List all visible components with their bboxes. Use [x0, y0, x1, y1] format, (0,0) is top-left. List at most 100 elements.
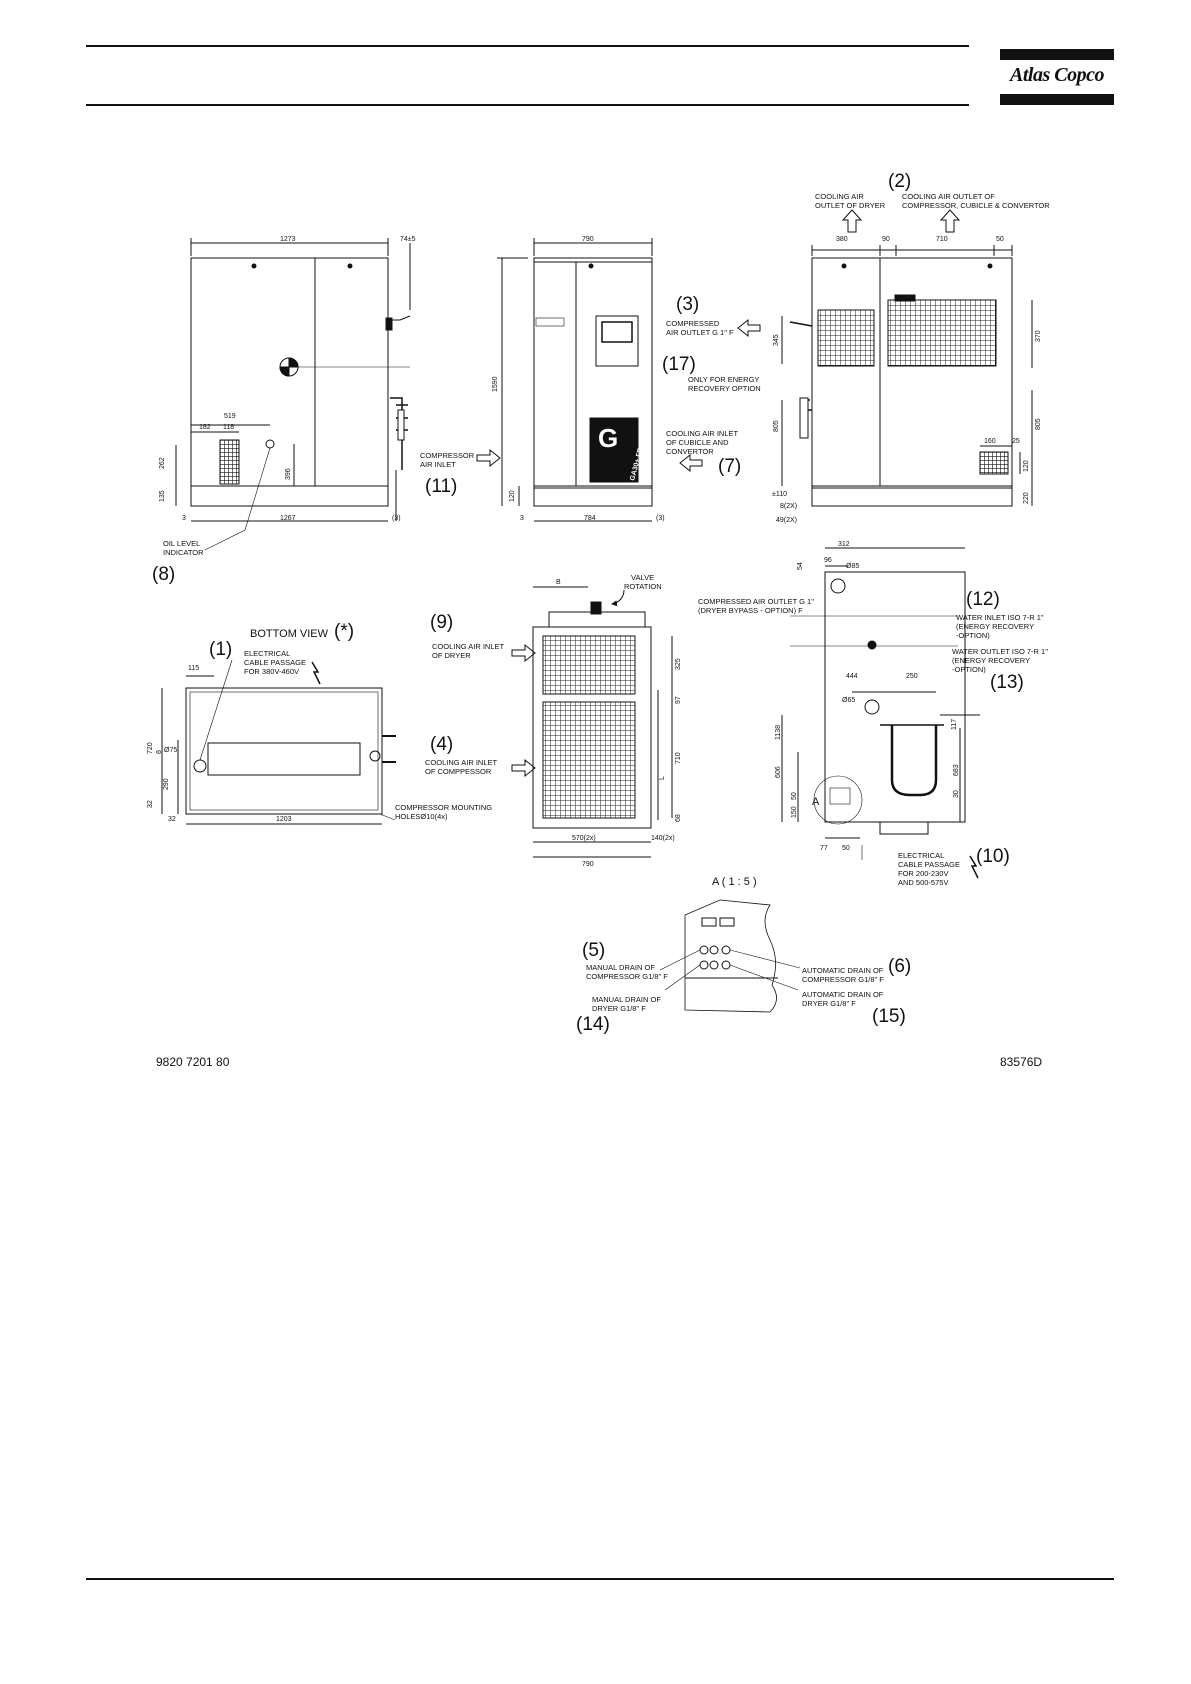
dim-v3-370: 370	[1035, 330, 1042, 342]
label-oil-level-2: INDICATOR	[163, 548, 204, 557]
dim-v1-top: 1273	[280, 236, 296, 243]
compressed-air-outlet-arrow	[737, 318, 761, 338]
label-cooling-outlet-dryer-2: OUTLET OF DRYER	[815, 201, 886, 210]
label-cubicle-inlet-1: COOLING AIR INLET	[666, 429, 739, 438]
drawing-number: 83576D	[1000, 1055, 1043, 1069]
label-water-outlet-2: (ENERGY RECOVERY	[952, 656, 1030, 665]
dim-v6-30: 30	[953, 790, 960, 798]
cooling-air-inlet-cubicle-arrow	[679, 453, 703, 473]
label-cable-200-1: ELECTRICAL	[898, 851, 944, 860]
dim-v3-345: 345	[773, 334, 780, 346]
dim-v6-444: 444	[846, 673, 858, 680]
label-cable-380-2: CABLE PASSAGE	[244, 658, 306, 667]
dim-v6-150: 150	[791, 806, 798, 818]
dim-v1-396: 396	[285, 468, 292, 480]
label-dryer-inlet-2: OF DRYER	[432, 651, 471, 660]
callout-5: (5)	[582, 940, 605, 961]
dim-v6-683: 683	[953, 764, 960, 776]
dim-v4-720: 720	[147, 742, 154, 754]
label-cable-380-1: ELECTRICAL	[244, 649, 290, 658]
dim-v3-49: 49(2X)	[776, 517, 797, 524]
dim-v2-b3: (3)	[656, 515, 665, 522]
dim-v3-220: 220	[1023, 492, 1030, 504]
callout-12: (12)	[966, 589, 1000, 610]
document-number: 9820 7201 80	[156, 1055, 230, 1069]
label-water-inlet-1: WATER INLET ISO 7-R 1"	[956, 613, 1044, 622]
compressor-air-inlet-arrow	[476, 448, 501, 468]
label-oil-level-1: OIL LEVEL	[163, 539, 200, 548]
dim-v3-90: 90	[882, 236, 890, 243]
dim-v4-8: 8	[156, 750, 163, 754]
label-manual-drain-comp-2: COMPRESSOR G1/8" F	[586, 972, 668, 981]
machine-letter-badge: G	[598, 423, 618, 453]
footer-rule	[86, 1578, 1114, 1580]
dim-v5-97: 97	[675, 696, 682, 704]
callout-8: (8)	[152, 564, 175, 585]
dim-v4-32: 32	[147, 800, 154, 808]
dim-v3-380: 380	[836, 236, 848, 243]
label-auto-drain-comp-1: AUTOMATIC DRAIN OF	[802, 966, 884, 975]
callout-13: (13)	[990, 672, 1024, 693]
dim-v3-160: 160	[984, 438, 996, 445]
dim-v5-L: L	[659, 776, 666, 780]
dim-v3-805a: 805	[773, 420, 780, 432]
label-compressor-inlet-2: AIR INLET	[420, 460, 456, 469]
label-comp-inlet-1: COOLING AIR INLET	[425, 758, 498, 767]
bottom-view-note: (*)	[334, 621, 354, 642]
dim-v6-65: Ø65	[842, 697, 855, 704]
label-bypass-outlet-1: COMPRESSED AIR OUTLET G 1"	[698, 597, 814, 606]
dim-v1-519: 519	[224, 413, 236, 420]
dim-v3-710: 710	[936, 236, 948, 243]
dim-v2-790: 790	[582, 236, 594, 243]
rear-view	[781, 209, 1033, 507]
cooling-air-inlet-dryer-arrow	[511, 643, 536, 663]
dim-v4-115: 115	[188, 665, 199, 672]
callout-6: (6)	[888, 956, 911, 977]
dimension-values: 1273 74±5 519 182 118 262 135 396 3 1267…	[147, 236, 1042, 868]
callout-7: (7)	[718, 456, 741, 477]
dim-v1-1267: 1267	[280, 515, 296, 522]
dim-v5-68: 68	[675, 814, 682, 822]
dim-v4-290: 290	[163, 778, 170, 790]
bottom-view	[161, 659, 396, 825]
dim-v6-1138: 1138	[775, 725, 782, 740]
label-water-outlet-1: WATER OUTLET ISO 7-R 1"	[952, 647, 1048, 656]
dim-v1-b3: (3)	[392, 515, 401, 522]
callout-4: (4)	[430, 734, 453, 755]
dim-v6-77: 77	[820, 845, 828, 852]
dim-v6-250: 250	[906, 673, 918, 680]
label-mounting-holes-2: HOLESØ10(4x)	[395, 812, 448, 821]
detail-a	[659, 899, 801, 1013]
dim-v1-262: 262	[159, 457, 166, 469]
dim-v3-50: 50	[996, 236, 1004, 243]
atlas-copco-logo: Atlas Copco	[1000, 49, 1114, 105]
dim-v4-1203: 1203	[276, 816, 292, 823]
dim-v6-312: 312	[838, 541, 850, 548]
label-water-inlet-3: -OPTION)	[956, 631, 990, 640]
label-cable-200-4: AND 500-575V	[898, 878, 948, 887]
cooling-air-inlet-compressor-arrow	[511, 758, 536, 778]
label-compressed-outlet-2: AIR OUTLET G 1" F	[666, 328, 734, 337]
dim-v3-120: 120	[1023, 460, 1030, 472]
callouts: (2) (3) (17) (7) (11) (8) (1) (9) (4) (1…	[152, 171, 1024, 1035]
label-energy-only-1: ONLY FOR ENERGY	[688, 375, 759, 384]
dim-v3-805b: 805	[1035, 418, 1042, 430]
dryer-view	[532, 586, 673, 858]
dim-v5-710: 710	[675, 752, 682, 764]
callout-3: (3)	[676, 294, 699, 315]
dim-v6-117: 117	[951, 719, 958, 730]
label-cooling-outlet-comp-1: COOLING AIR OUTLET OF	[902, 192, 995, 201]
label-cubicle-inlet-2: OF CUBICLE AND	[666, 438, 729, 447]
dim-v4-75: Ø75	[164, 747, 177, 754]
dim-v4-32b: 32	[168, 816, 176, 823]
dim-v3-110: ±110	[772, 491, 787, 498]
front-view: G GA30+ FF	[497, 238, 653, 522]
dim-v1-135: 135	[159, 490, 166, 502]
label-auto-drain-dryer-2: DRYER G1/8" F	[802, 999, 856, 1008]
callout-1: (1)	[209, 639, 232, 660]
dim-v5-140: 140(2x)	[651, 835, 675, 842]
label-cable-380-3: FOR 380V-460V	[244, 667, 299, 676]
detail-a-marker: A	[812, 796, 820, 808]
bottom-view-title: BOTTOM VIEW	[250, 628, 329, 640]
